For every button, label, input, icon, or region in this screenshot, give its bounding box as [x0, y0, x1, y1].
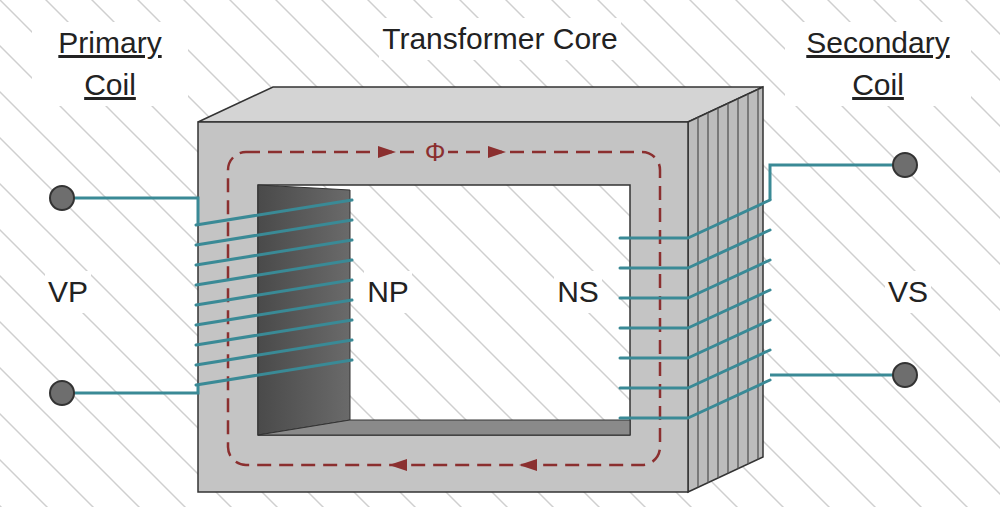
core-heading: Transformer Core	[379, 18, 621, 60]
primary-leads	[74, 198, 198, 393]
primary-winding	[196, 200, 352, 385]
turns-label: NP	[364, 271, 412, 313]
secondary-winding	[620, 200, 770, 418]
core-side-face	[688, 87, 763, 492]
coil-heading: Secondary Coil	[785, 22, 971, 106]
voltage-label: VS	[885, 271, 931, 313]
core-front-face	[198, 122, 688, 492]
flux-symbol: Φ	[422, 134, 449, 170]
voltage-label: VP	[45, 271, 91, 313]
core-top-face	[198, 87, 763, 122]
turns-label: NS	[554, 271, 602, 313]
core-inner-floor	[258, 420, 630, 435]
coil-heading: Primary Coil	[32, 22, 188, 106]
terminals	[50, 153, 917, 405]
secondary-leads	[770, 165, 893, 375]
